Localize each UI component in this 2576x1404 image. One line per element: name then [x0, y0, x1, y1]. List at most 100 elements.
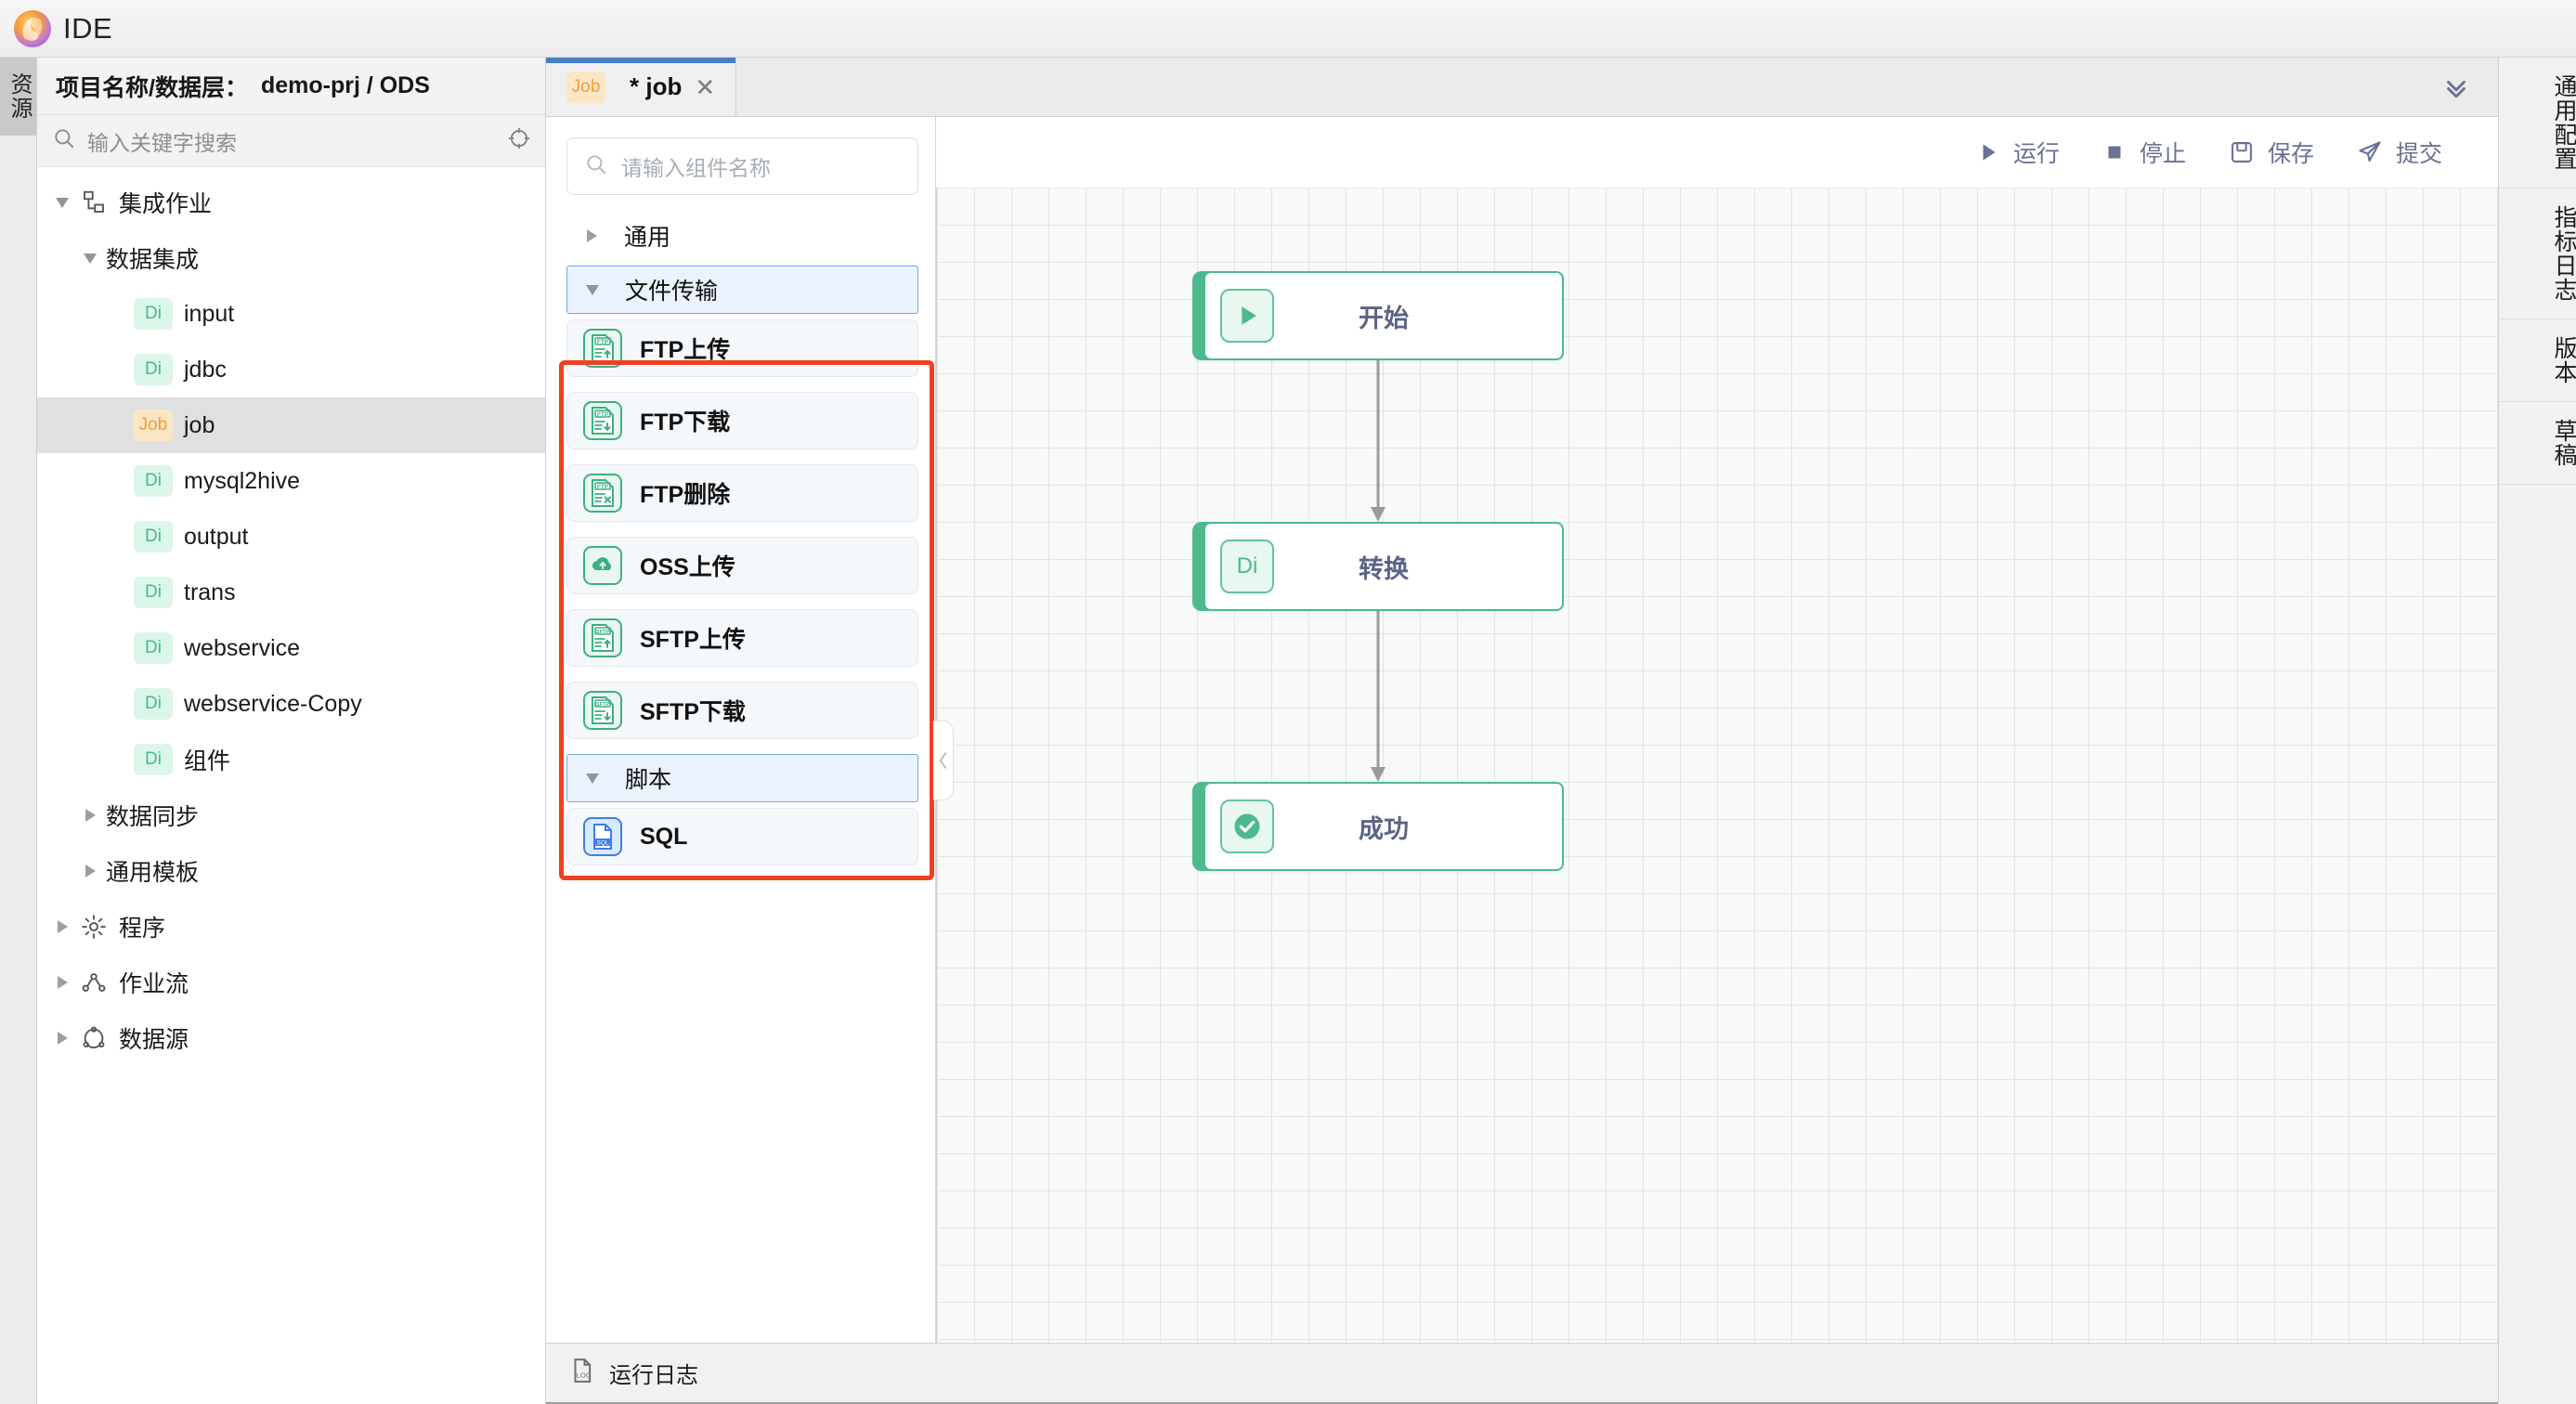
- palette-component-label: SFTP下载: [640, 699, 746, 725]
- palette-group-header-文件传输[interactable]: 文件传输: [566, 266, 918, 314]
- caret-down-icon[interactable]: [580, 766, 605, 790]
- caret-right-icon[interactable]: [50, 915, 74, 939]
- ftp-upload-icon: FTP: [582, 328, 623, 369]
- palette-search-box[interactable]: 请输入组件名称: [566, 137, 918, 195]
- caret-down-icon[interactable]: [580, 278, 605, 302]
- toolbar-button-停止[interactable]: 停止: [2102, 136, 2186, 169]
- caret-right-icon[interactable]: [50, 970, 74, 994]
- caret-right-icon[interactable]: [50, 1026, 74, 1050]
- tree-item-数据同步[interactable]: 数据同步: [37, 787, 545, 843]
- toolbar-button-label: 保存: [2267, 141, 2314, 167]
- toolbar-button-运行[interactable]: 运行: [1976, 136, 2060, 169]
- palette-group-label: 脚本: [625, 767, 672, 793]
- toolbar-button-label: 提交: [2395, 141, 2442, 167]
- close-icon[interactable]: ✕: [695, 72, 716, 101]
- palette-group-label: 通用: [624, 225, 671, 251]
- palette-search-input[interactable]: 请输入组件名称: [621, 156, 771, 180]
- double-chevron-down-icon[interactable]: [2414, 58, 2498, 116]
- palette-component-OSS上传[interactable]: OSS上传: [566, 537, 918, 594]
- caret-down-icon[interactable]: [78, 246, 102, 270]
- tree-item-type-badge: Di: [134, 577, 173, 608]
- caret-right-icon[interactable]: [579, 224, 604, 248]
- palette-group-header-通用[interactable]: 通用: [566, 212, 918, 260]
- tree-item-集成作业[interactable]: 集成作业: [37, 175, 545, 230]
- palette-component-label: OSS上传: [640, 554, 735, 580]
- tree-item-数据源[interactable]: 数据源: [37, 1010, 545, 1066]
- editor-column: Job * job ✕: [546, 58, 2498, 1404]
- tree-item-数据集成[interactable]: 数据集成: [37, 230, 545, 286]
- caret-right-icon[interactable]: [78, 803, 102, 827]
- sftp-upload-icon: SFTP: [582, 618, 623, 658]
- svg-text:FTP: FTP: [597, 339, 609, 345]
- tree-item-程序[interactable]: 程序: [37, 899, 545, 955]
- resource-explorer-panel: 项目名称/数据层： demo-prj / ODS 输入关键字搜索: [37, 58, 546, 1404]
- ftp-download-icon: FTP: [582, 400, 623, 441]
- document-tabstrip: Job * job ✕: [546, 58, 2498, 117]
- palette-component-SFTP下载[interactable]: SFTP SFTP下载: [566, 682, 918, 739]
- search-icon: [584, 152, 608, 181]
- flow-edge-转换-to-成功[interactable]: [1364, 611, 1392, 782]
- palette-component-SFTP上传[interactable]: SFTP SFTP上传: [566, 609, 918, 667]
- svg-text:SQL: SQL: [596, 840, 608, 847]
- tree-item-label: 数据集成: [106, 247, 200, 273]
- crosshair-locate-icon[interactable]: [506, 125, 532, 156]
- tree-item-label: webservice-Copy: [184, 690, 362, 717]
- toolbar-button-保存[interactable]: 保存: [2229, 136, 2314, 169]
- play-triangle-icon: [1220, 289, 1274, 343]
- left-rail-tab-resources[interactable]: 资源: [0, 58, 36, 136]
- explorer-search-bar[interactable]: 输入关键字搜索: [37, 115, 545, 167]
- tree-item-label: 作业流: [119, 971, 189, 997]
- log-file-icon: LOG: [568, 1357, 596, 1389]
- tree-item-label: 数据同步: [106, 804, 200, 830]
- palette-component-FTP下载[interactable]: FTP FTP下载: [566, 392, 918, 449]
- status-bar-label: 运行日志: [609, 1363, 698, 1388]
- palette-component-FTP删除[interactable]: FTP FTP删除: [566, 464, 918, 522]
- status-bar[interactable]: LOG 运行日志: [546, 1343, 2498, 1404]
- palette-component-FTP上传[interactable]: FTP FTP上传: [566, 319, 918, 377]
- right-rail-tab-通用配置[interactable]: 通用配置: [2499, 58, 2576, 188]
- tree-item-作业流[interactable]: 作业流: [37, 955, 545, 1010]
- tree-item-label: job: [184, 411, 215, 438]
- tree-item-label: webservice: [184, 634, 301, 661]
- caret-down-icon[interactable]: [50, 190, 74, 214]
- left-rail: 资源: [0, 58, 37, 1404]
- svg-text:FTP: FTP: [597, 411, 609, 418]
- tree-item-通用模板[interactable]: 通用模板: [37, 843, 545, 899]
- tab-type-badge: Job: [566, 71, 605, 103]
- right-rail-tab-版本[interactable]: 版本: [2499, 319, 2576, 402]
- oss-upload-icon: [582, 545, 623, 586]
- right-rail: 通用配置指标日志版本草稿: [2498, 58, 2576, 1404]
- right-rail-tab-草稿[interactable]: 草稿: [2499, 402, 2576, 485]
- right-rail-tab-指标日志[interactable]: 指标日志: [2499, 188, 2576, 319]
- flow-node-成功[interactable]: 成功: [1192, 782, 1564, 871]
- flow-node-开始[interactable]: 开始: [1192, 271, 1564, 360]
- document-tab-job[interactable]: Job * job ✕: [546, 58, 737, 116]
- component-palette: 请输入组件名称 通用文件传输 FTP FTP上传 FTP FTP下载 FTP F…: [546, 117, 954, 1404]
- toolbar-button-label: 停止: [2139, 141, 2186, 167]
- toolbar-button-提交[interactable]: 提交: [2357, 136, 2442, 169]
- flow-edge-开始-to-转换[interactable]: [1364, 360, 1392, 522]
- explorer-search-input[interactable]: 输入关键字搜索: [87, 130, 237, 155]
- svg-text:LOG: LOG: [577, 1372, 592, 1380]
- tree-item-type-badge: Job: [134, 410, 173, 441]
- palette-collapse-handle[interactable]: [933, 721, 954, 800]
- caret-right-icon[interactable]: [78, 859, 102, 883]
- swirl-logo-icon: [11, 7, 54, 50]
- main-body: 资源 项目名称/数据层： demo-prj / ODS 输入关键字搜索: [0, 58, 2576, 1404]
- tree-item-type-badge: Di: [134, 744, 173, 775]
- palette-group-header-脚本[interactable]: 脚本: [566, 754, 918, 802]
